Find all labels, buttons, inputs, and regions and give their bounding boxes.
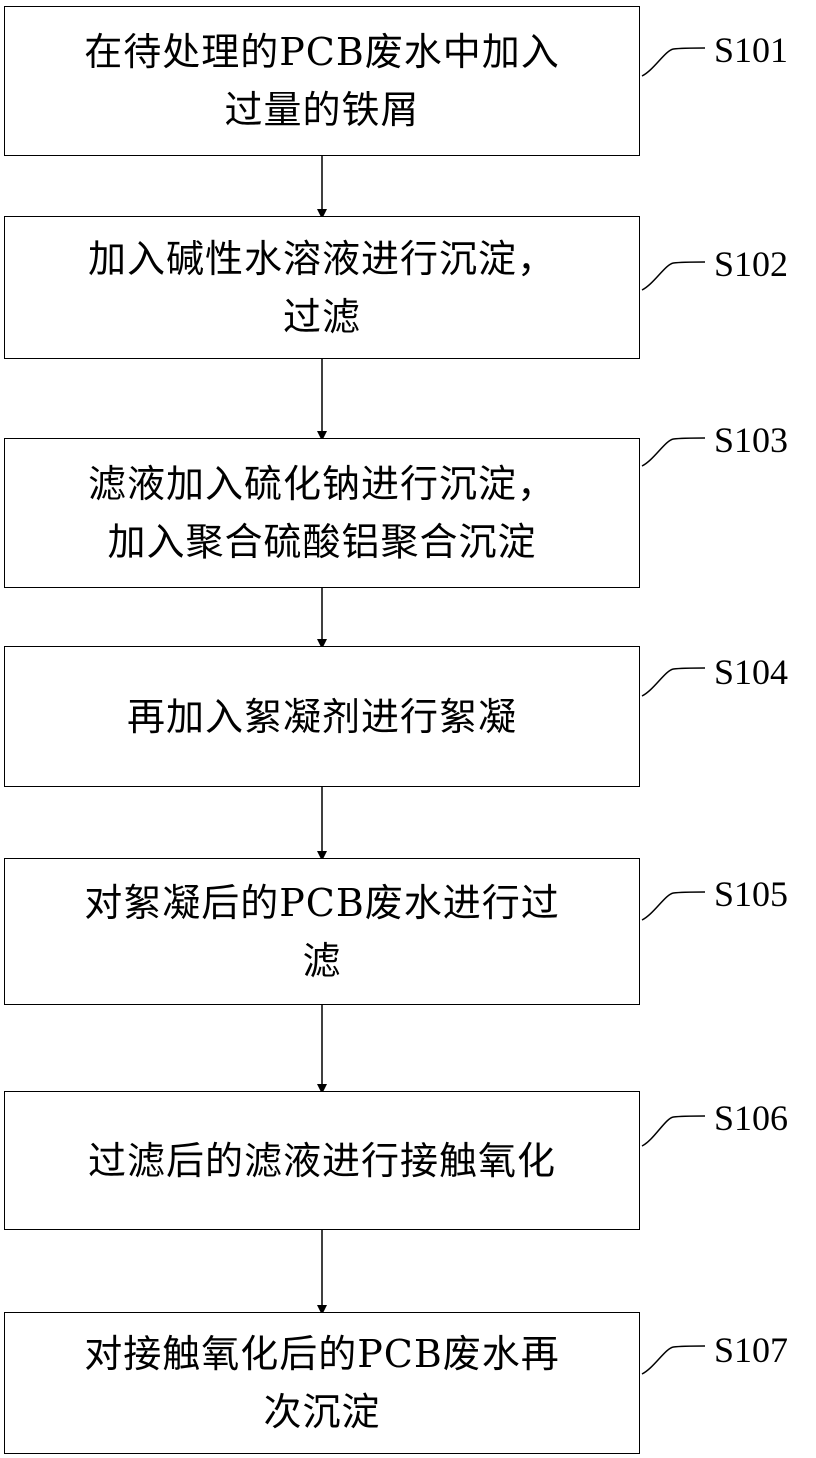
step-label-s107: S107: [714, 1330, 789, 1370]
step-box-s104: 再加入絮凝剂进行絮凝: [4, 646, 640, 787]
label-leader-line: [641, 1345, 706, 1375]
label-leader-line: [641, 437, 706, 467]
step-box-s105: 对絮凝后的PCB废水进行过 滤: [4, 858, 640, 1005]
step-box-s106: 过滤后的滤液进行接触氧化: [4, 1091, 640, 1230]
step-text-s105: 对絮凝后的PCB废水进行过 滤: [84, 880, 560, 983]
step-label-s104: S104: [714, 652, 789, 692]
step-label-s105: S105: [714, 874, 789, 914]
step-text-s102: 加入碱性水溶液进行沉淀， 过滤: [87, 236, 556, 339]
step-text-s101: 在待处理的PCB废水中加入 过量的铁屑: [84, 30, 560, 132]
step-box-s103: 滤液加入硫化钠进行沉淀， 加入聚合硫酸铝聚合沉淀: [4, 438, 640, 588]
label-leader-line: [641, 261, 706, 291]
label-leader-line: [641, 1115, 706, 1147]
step-text-s107: 对接触氧化后的PCB废水再 次沉淀: [84, 1332, 560, 1434]
step-text-s104: 再加入絮凝剂进行絮凝: [126, 694, 517, 739]
step-label-s101: S101: [714, 30, 789, 70]
step-box-s101: 在待处理的PCB废水中加入 过量的铁屑: [4, 6, 640, 156]
step-text-s106: 过滤后的滤液进行接触氧化: [87, 1138, 556, 1183]
step-box-s102: 加入碱性水溶液进行沉淀， 过滤: [4, 216, 640, 359]
step-label-s102: S102: [714, 244, 789, 284]
step-label-s106: S106: [714, 1098, 789, 1138]
step-text-s103: 滤液加入硫化钠进行沉淀， 加入聚合硫酸铝聚合沉淀: [87, 462, 556, 564]
step-label-s103: S103: [714, 420, 789, 460]
step-box-s107: 对接触氧化后的PCB废水再 次沉淀: [4, 1312, 640, 1454]
label-leader-line: [641, 47, 706, 77]
label-leader-line: [641, 667, 706, 697]
label-leader-line: [641, 891, 706, 921]
